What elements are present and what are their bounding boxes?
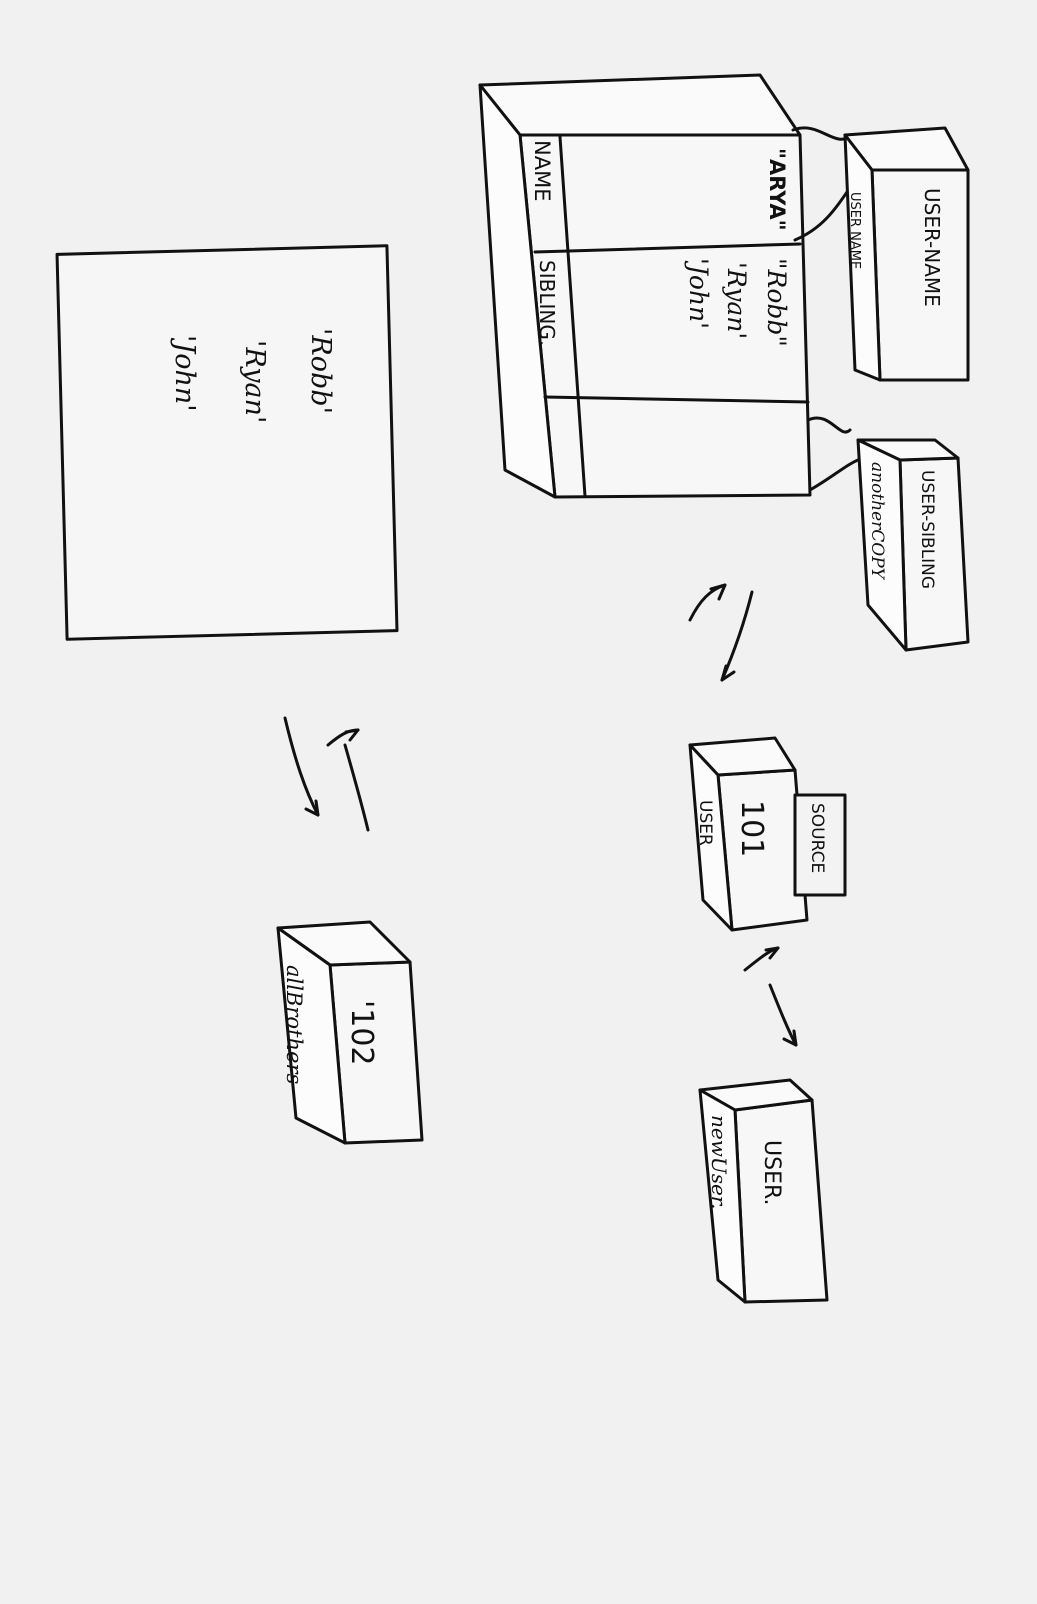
new-user-variable: newUser. <box>707 1115 731 1210</box>
object-table <box>478 73 812 499</box>
name-field-label: NAME <box>530 140 554 201</box>
object-table-row-divider <box>533 242 802 254</box>
source-box-variable: USER <box>695 800 715 846</box>
sibling-value-2: 'Ryan' <box>722 262 751 339</box>
sibling-list-box <box>55 244 399 641</box>
exchange-arrows-left <box>283 716 370 832</box>
object-table-side <box>478 83 557 499</box>
sibling-value-3: 'John' <box>684 258 713 329</box>
list-item-3: 'John' <box>169 335 200 412</box>
object-table-bottom-row-divider <box>543 395 810 404</box>
new-user-box-side <box>698 1088 747 1304</box>
user-name-label: USER-NAME <box>920 188 944 307</box>
user-name-variable: USER NAME <box>847 192 862 269</box>
exchange-arrows-upper <box>688 583 754 682</box>
source-tag-label: SOURCE <box>807 803 827 873</box>
exchange-arrows-lower <box>743 946 798 1047</box>
user-name-box <box>843 126 970 382</box>
object-table-top <box>478 73 802 137</box>
source-box-value: 101 <box>734 800 769 857</box>
source-tag <box>793 793 847 897</box>
list-item-1: 'Robb' <box>305 328 336 414</box>
box-102-value: '102 <box>344 1000 379 1066</box>
object-table-label-column-line <box>558 135 587 498</box>
user-sibling-variable: anotherCOPY <box>867 462 887 581</box>
new-user-label: USER. <box>759 1140 784 1205</box>
source-box <box>688 736 847 932</box>
box-102-variable: allBrothers <box>282 965 306 1084</box>
source-box-side <box>688 743 734 932</box>
name-value: "ARYA" <box>765 148 789 231</box>
box-102 <box>276 920 424 1145</box>
user-sibling-box-side <box>856 438 908 652</box>
box-102-side <box>276 926 347 1145</box>
new-user-box <box>698 1078 829 1304</box>
user-sibling-label: USER-SIBLING <box>917 470 937 589</box>
user-name-box-side <box>843 133 882 382</box>
sibling-field-label: SIBLING. <box>535 260 559 346</box>
user-sibling-box <box>856 438 970 652</box>
sibling-value-1: "Robb" <box>762 258 791 347</box>
user-name-box-front <box>870 168 970 382</box>
list-item-2: 'Ryan' <box>239 340 270 423</box>
